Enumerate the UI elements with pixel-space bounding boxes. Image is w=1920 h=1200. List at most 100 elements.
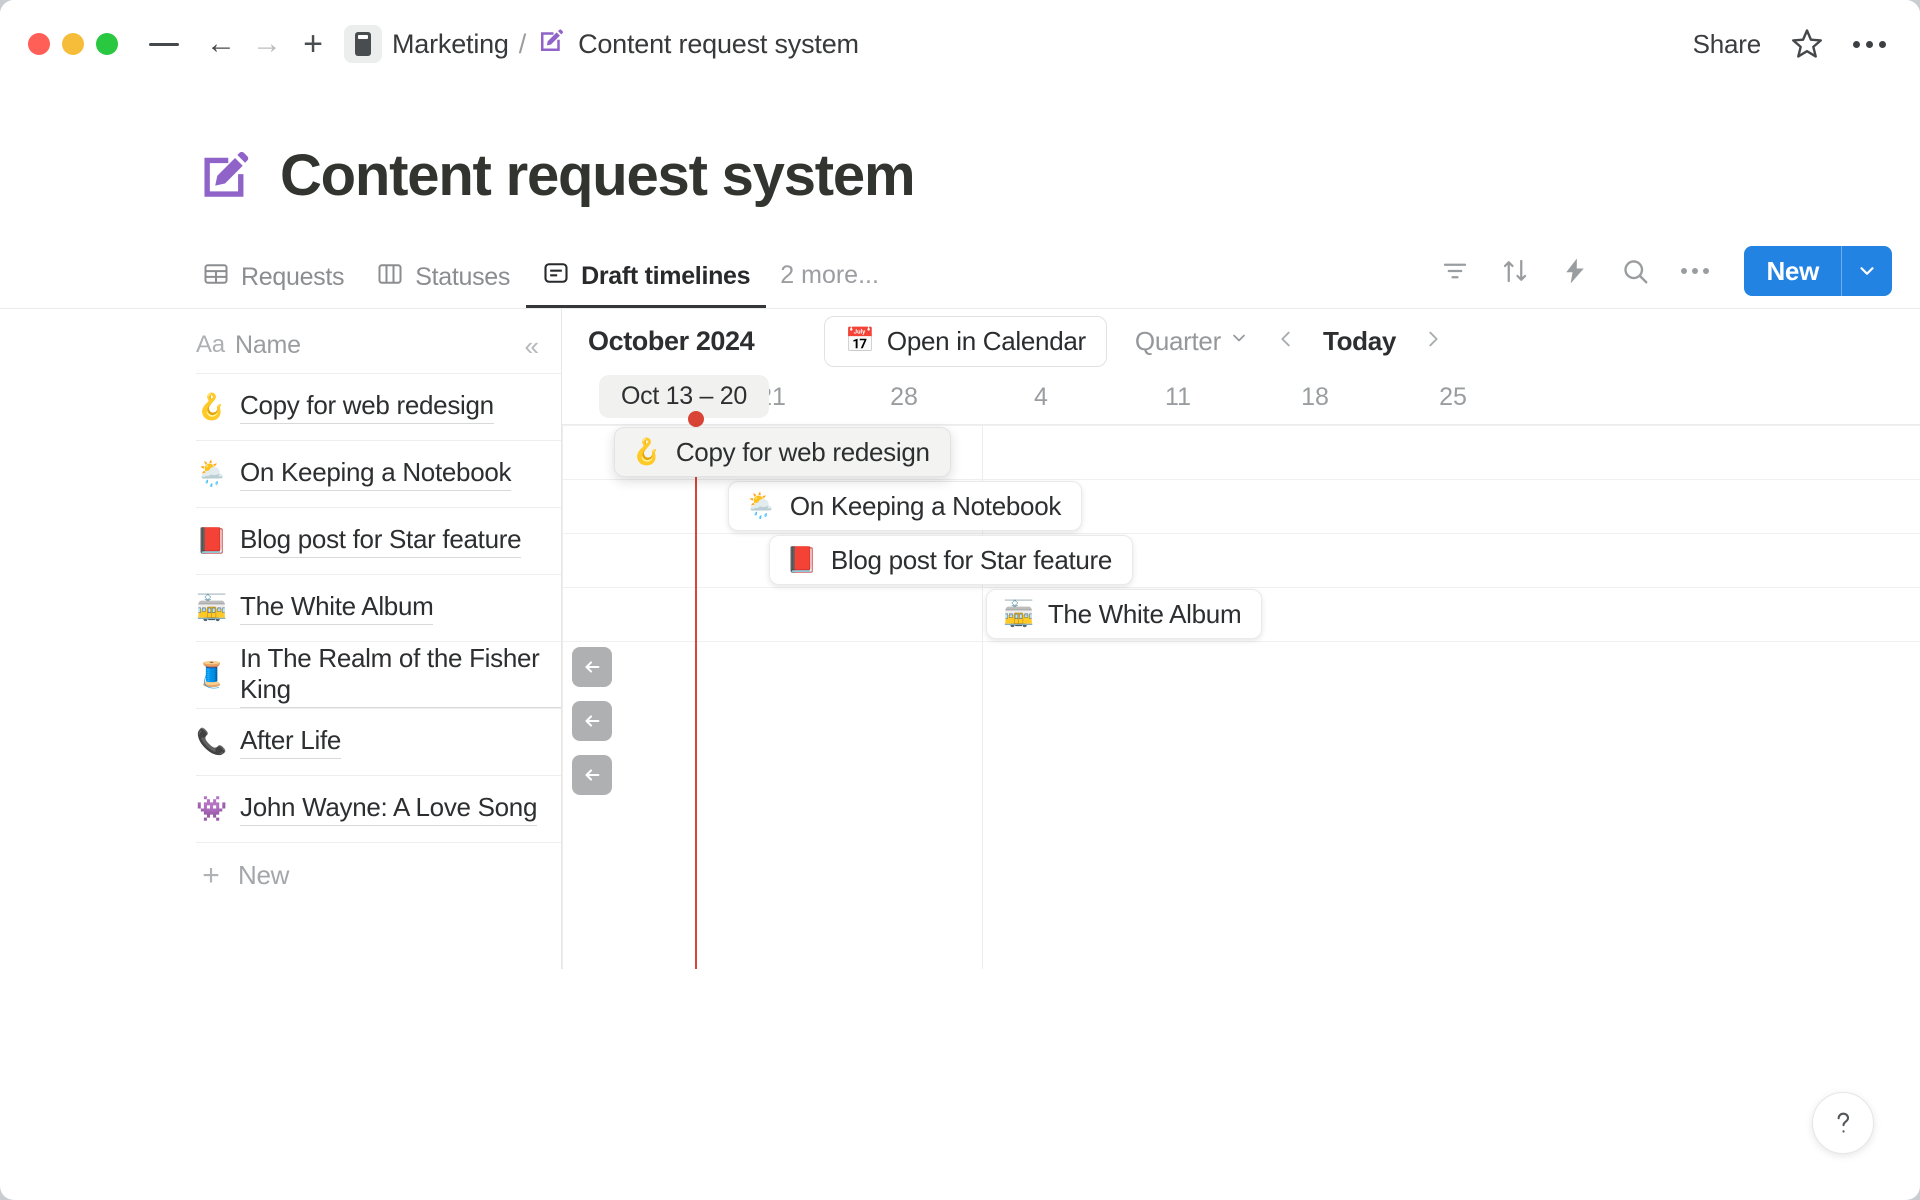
new-button-divider [1841, 246, 1842, 296]
lightning-icon[interactable] [1558, 254, 1592, 288]
tab-requests-label: Requests [241, 263, 345, 291]
grid-line [982, 425, 983, 969]
table-row[interactable]: 🚋 The White Album [196, 574, 561, 641]
today-line [695, 425, 697, 969]
page-title: Content request system [280, 143, 916, 208]
timeline-canvas[interactable]: October 2024 📅 Open in Calendar Quarter [562, 309, 1920, 969]
table-row[interactable]: 📕 Blog post for Star feature [196, 507, 561, 574]
bar-emoji-sun-rain-icon: 🌦️ [745, 491, 776, 520]
open-in-calendar-button[interactable]: 📅 Open in Calendar [824, 315, 1107, 367]
tab-statuses-label: Statuses [415, 263, 511, 291]
row-emoji-thread-icon: 🧵 [196, 660, 228, 689]
bar-emoji-hook-icon: 🪝 [631, 437, 662, 466]
chevron-down-icon [1229, 328, 1249, 354]
breadcrumb-workspace[interactable]: Marketing [392, 28, 509, 59]
maximize-window-button[interactable] [96, 33, 118, 55]
row-emoji-book-icon: 📕 [196, 526, 228, 555]
timeline-name-column: « Aa Name 🪝 Copy for web redesign 🌦️ On … [0, 309, 562, 969]
scroll-to-item-left-button[interactable] [572, 755, 612, 795]
forward-arrow-icon[interactable]: → [252, 27, 282, 60]
row-emoji-alien-monster-icon: 👾 [196, 794, 228, 823]
chevron-down-icon[interactable] [1842, 260, 1892, 282]
workspace-page-icon[interactable] [344, 25, 382, 63]
bar-emoji-book-icon: 📕 [786, 545, 817, 574]
text-type-icon: Aa [196, 331, 225, 358]
timeline-bar-dragging[interactable]: 🪝 Copy for web redesign [614, 427, 951, 477]
timeline-bar-label: Blog post for Star feature [830, 544, 1113, 575]
more-options-icon[interactable] [1853, 40, 1886, 48]
filter-icon[interactable] [1438, 254, 1472, 288]
share-button[interactable]: Share [1692, 28, 1762, 59]
timeline-date-ruler: 21 28 4 11 18 25 Oct 13 – 20 [562, 373, 1920, 425]
timeline-next-button[interactable] [1418, 326, 1448, 357]
close-window-button[interactable] [28, 33, 50, 55]
table-row[interactable]: 👾 John Wayne: A Love Song [196, 775, 561, 842]
view-tabbar: Requests Statuses [0, 243, 1920, 309]
favorite-star-icon[interactable] [1789, 26, 1825, 62]
timeline-bar[interactable]: 🚋 The White Album [986, 589, 1263, 639]
timeline-icon [542, 259, 570, 294]
page-memo-icon[interactable] [196, 147, 254, 205]
timeline-today-button[interactable]: Today [1322, 325, 1397, 356]
row-name[interactable]: John Wayne: A Love Song [240, 792, 537, 826]
sidebar-toggle-icon[interactable] [142, 22, 186, 66]
row-emoji-telephone-icon: 📞 [196, 727, 228, 756]
scroll-to-item-left-button[interactable] [572, 701, 612, 741]
calendar-icon: 📅 [845, 327, 875, 354]
breadcrumb-separator: / [518, 28, 527, 59]
help-button[interactable] [1812, 1092, 1874, 1154]
table-row[interactable]: 🪝 Copy for web redesign [196, 373, 561, 440]
timeline-bar-label: The White Album [1047, 598, 1242, 629]
grid-line [562, 587, 1920, 588]
column-header-label: Name [234, 330, 301, 359]
ellipsis-icon[interactable] [1678, 254, 1712, 288]
table-row[interactable]: 🌦️ On Keeping a Notebook [196, 440, 561, 507]
sort-icon[interactable] [1498, 254, 1532, 288]
bar-emoji-tram-icon: 🚋 [1003, 599, 1034, 628]
search-icon[interactable] [1618, 254, 1652, 288]
board-icon [376, 260, 404, 295]
timeline-prev-button[interactable] [1271, 326, 1301, 357]
table-row[interactable]: 📞 After Life [196, 708, 561, 775]
column-header-name[interactable]: Aa Name [196, 309, 561, 373]
new-button[interactable]: New [1744, 246, 1892, 296]
row-name[interactable]: Blog post for Star feature [240, 524, 522, 558]
timeline-toolbar: October 2024 📅 Open in Calendar Quarter [562, 309, 1920, 373]
grid-line [562, 533, 1920, 534]
collapse-left-icon[interactable]: « [524, 331, 539, 361]
timeline-bar[interactable]: 📕 Blog post for Star feature [769, 535, 1134, 585]
minimize-window-button[interactable] [62, 33, 84, 55]
new-page-plus-icon[interactable]: + [303, 24, 323, 63]
view-tabs: Requests Statuses [196, 243, 893, 308]
grid-line [562, 425, 563, 969]
row-name[interactable]: After Life [240, 725, 341, 759]
add-new-row-label: New [238, 859, 290, 890]
row-name[interactable]: On Keeping a Notebook [240, 457, 512, 491]
ruler-tick: 28 [890, 383, 918, 411]
timeline-zoom-select[interactable]: Quarter [1135, 326, 1249, 357]
breadcrumb-page-icon [536, 26, 566, 63]
scroll-to-item-left-button[interactable] [572, 647, 612, 687]
row-name[interactable]: The White Album [240, 591, 434, 625]
timeline-bar[interactable]: 🌦️ On Keeping a Notebook [728, 481, 1083, 531]
timeline-month-label: October 2024 [588, 325, 755, 356]
tab-statuses[interactable]: Statuses [360, 243, 526, 308]
timeline-bar-label: On Keeping a Notebook [789, 490, 1062, 521]
breadcrumb-current-page[interactable]: Content request system [578, 28, 859, 59]
row-name[interactable]: In The Realm of the Fisher King [240, 643, 561, 708]
back-arrow-icon[interactable]: ← [206, 27, 236, 60]
window-titlebar: ← → + Marketing / Content request sys [0, 0, 1920, 88]
new-button-label: New [1766, 255, 1819, 286]
row-name[interactable]: Copy for web redesign [240, 390, 494, 424]
timeline-view: « Aa Name 🪝 Copy for web redesign 🌦️ On … [0, 309, 1920, 969]
tabs-overflow-button[interactable]: 2 more... [780, 261, 879, 289]
page-header: Content request system [0, 88, 1920, 209]
traffic-light-buttons[interactable] [28, 33, 118, 55]
tab-draft-timelines[interactable]: Draft timelines [526, 243, 767, 308]
add-new-row-button[interactable]: + New [196, 842, 561, 909]
table-row[interactable]: 🧵 In The Realm of the Fisher King [196, 641, 561, 708]
timeline-grid: 🪝 Copy for web redesign 🪝 Copy for web r… [562, 411, 1920, 969]
ruler-tick: 11 [1165, 383, 1191, 411]
tab-requests[interactable]: Requests [186, 243, 360, 308]
